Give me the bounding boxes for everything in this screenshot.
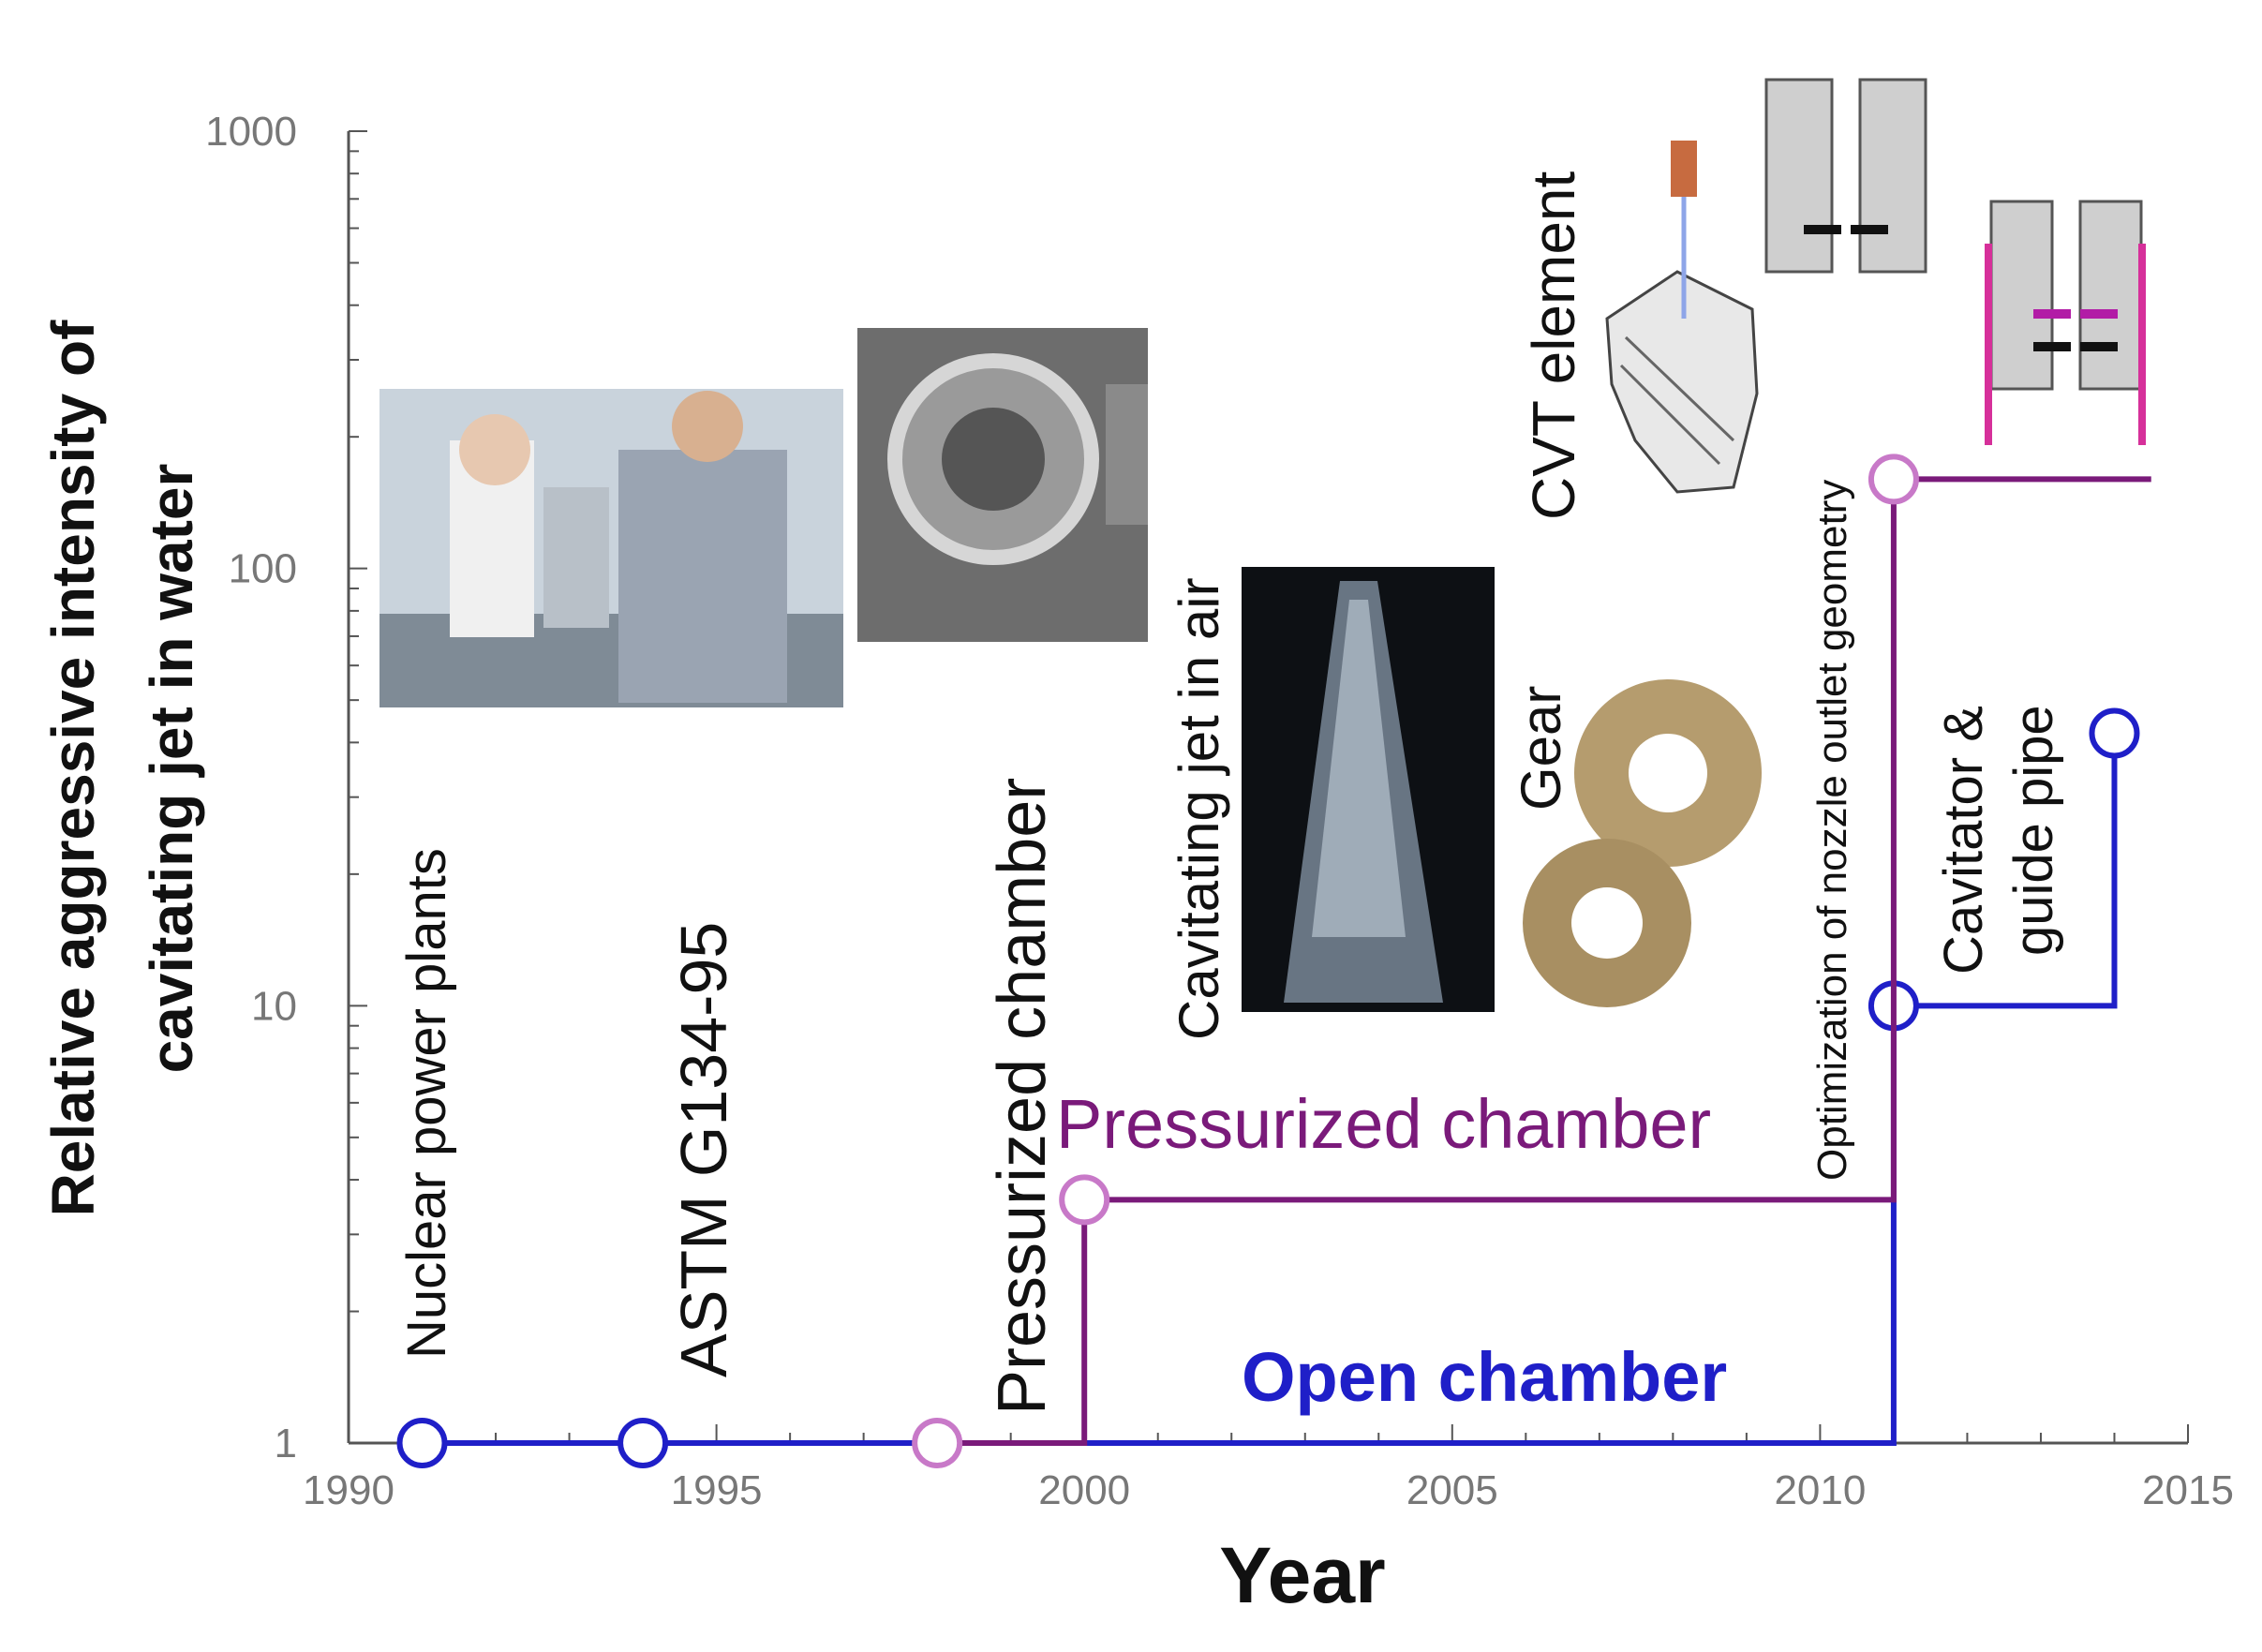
y-tick-label: 1 [275,1421,297,1466]
series-0-marker [396,1418,448,1468]
series-1-line [937,476,2151,1446]
series-label-pressurized: Pressurized chamber [1056,1085,1711,1163]
annotation-nozzle-outlet-geometry: Optimization of nozzle outlet geometry [1809,480,1855,1181]
y-tick-label: 100 [229,546,297,592]
annotation-nuclear-power-plants: Nuclear power plants [396,848,457,1359]
series-0-marker [2089,707,2140,759]
x-axis-title: Year [1219,1531,1386,1619]
tick-labels: 1990 1995 2000 2005 2010 2015 1 10 100 1000 [205,109,2234,1513]
photo-pressurized-chamber [857,328,1148,642]
x-tick-label: 2005 [1406,1467,1498,1513]
y-tick-label: 1000 [205,109,297,155]
cvt-element-illustration [1605,141,1759,494]
annotation-cavitator-line2: guide pipe [2003,705,2064,956]
photo-researchers [379,389,843,707]
series-1-marker [1059,1174,1110,1226]
annotation-gear: Gear [1510,686,1572,811]
annotation-cavitator-line1: Cavitator & [1933,706,1994,975]
series-1-marker [1868,454,1919,505]
annotation-cavitating-jet-in-air: Cavitating jet in air [1168,577,1230,1040]
y-tick-label: 10 [251,983,297,1029]
y-axis-title-line2: cavitating jet in water [138,464,205,1074]
annotation-pressurized-chamber: Pressurized chamber [985,778,1060,1415]
x-tick-label: 1990 [303,1467,394,1513]
x-tick-label: 2010 [1774,1467,1866,1513]
series-layer [396,454,2151,1468]
series-label-open: Open chamber [1242,1338,1727,1416]
cavitator-guide-pipe-illustration [1985,200,2146,445]
x-tick-label: 2000 [1038,1467,1130,1513]
photo-cavitating-jet [1242,567,1495,1012]
series-1-marker [912,1418,963,1468]
series-0-marker [618,1418,669,1468]
annotation-cvt-element: CVT element [1520,171,1587,520]
x-tick-label: 1995 [671,1467,763,1513]
photo-gear [1523,679,1762,1007]
annotation-astm: ASTM G134-95 [667,922,740,1377]
y-axis-title-line1: Relative aggressive intensity of [39,320,107,1217]
nozzle-illustration [1764,78,1927,274]
x-tick-label: 2015 [2142,1467,2234,1513]
